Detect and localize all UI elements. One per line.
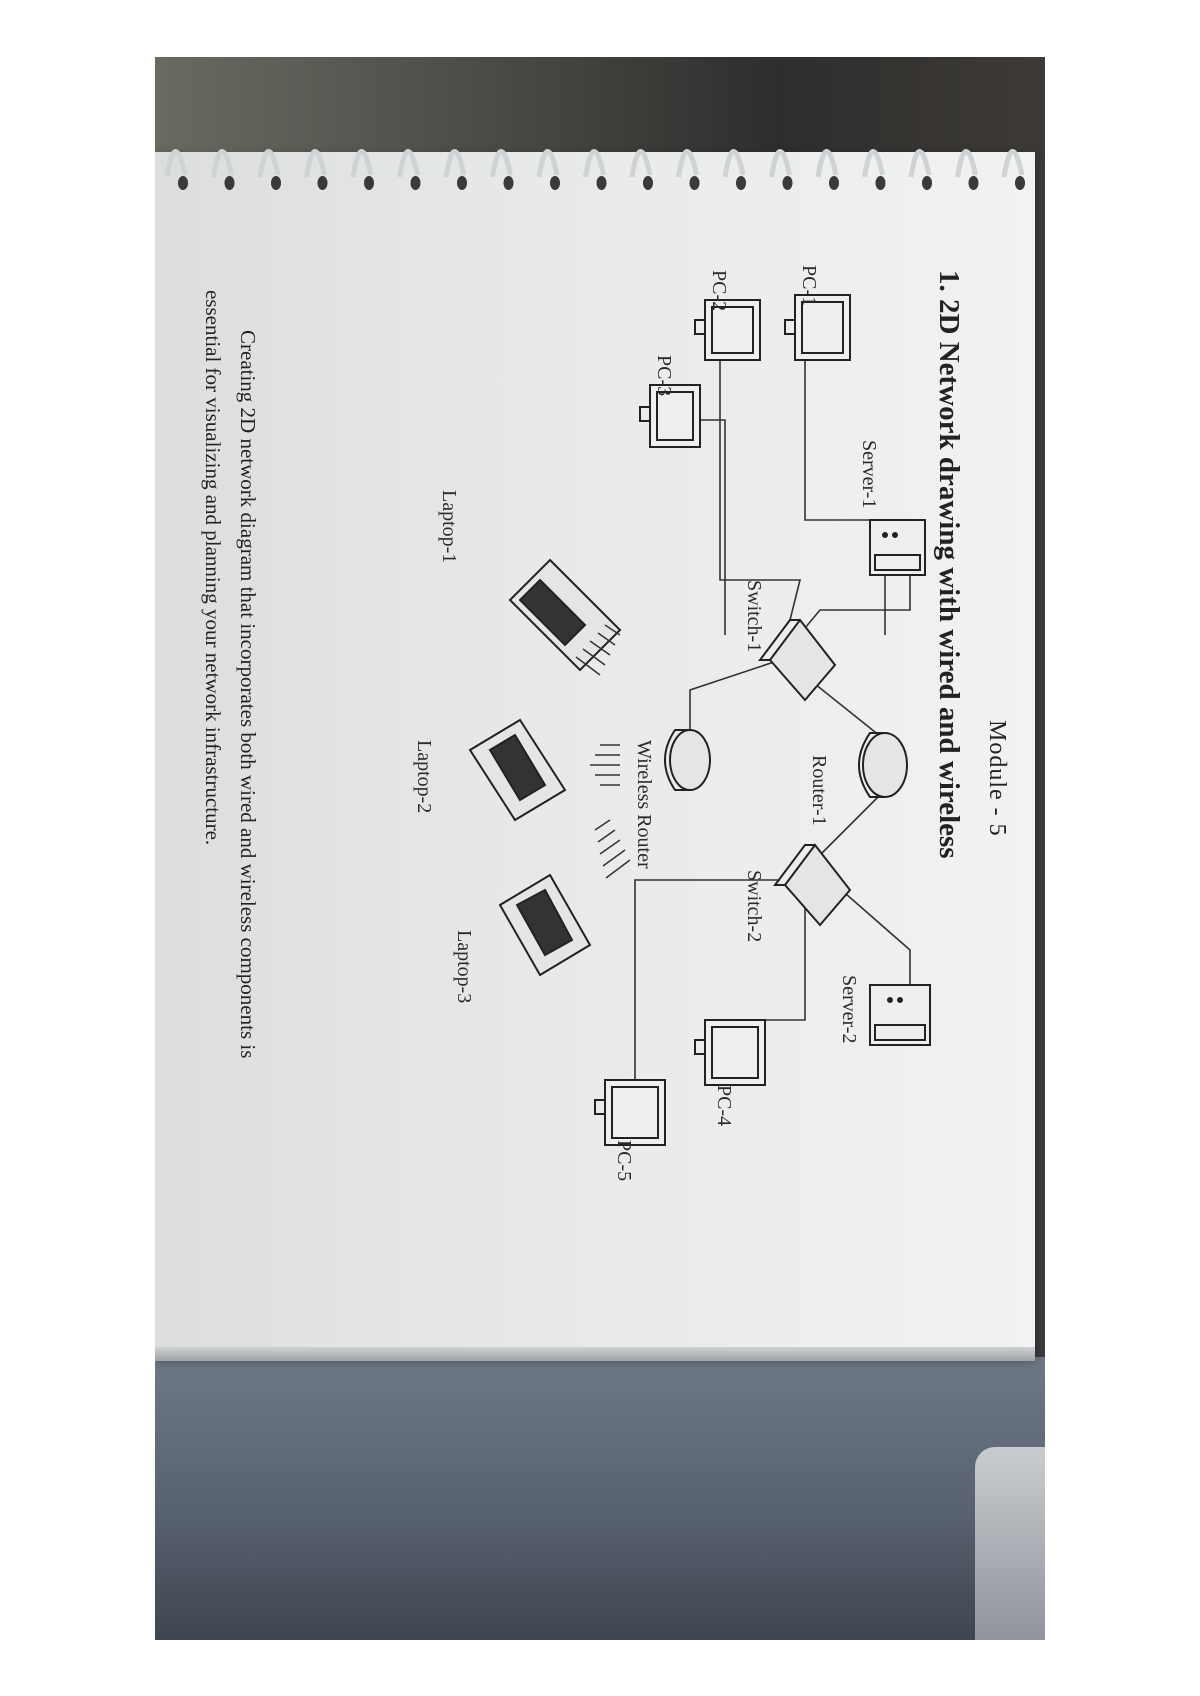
switch1-icon (758, 618, 837, 702)
label-switch1: Switch-1 (743, 580, 765, 653)
spiral-ring (676, 149, 699, 178)
binding-hole (271, 176, 281, 190)
spiral-ring (862, 149, 885, 178)
binding-hole (364, 176, 374, 190)
binding-hole (596, 176, 607, 190)
link-switch1-wrouter (689, 659, 781, 740)
server2-tower-icon (869, 984, 931, 1046)
binding-hole (922, 176, 932, 190)
binding-hole (829, 176, 839, 190)
spiral-binding (164, 149, 1025, 190)
binding-hole (550, 176, 560, 190)
label-server2: Server-2 (838, 975, 860, 1044)
pc3-monitor-icon (639, 384, 701, 448)
wireless-signals (575, 624, 631, 879)
switch2-icon (773, 843, 852, 927)
description-line-1: Creating 2D network diagram that incorpo… (236, 330, 260, 1059)
label-laptop1: Laptop-1 (438, 490, 460, 564)
spiral-ring (955, 149, 978, 178)
label-laptop3: Laptop-3 (453, 930, 475, 1004)
spiral-ring (629, 149, 653, 178)
devices (468, 294, 931, 1146)
label-pc2: PC-2 (708, 270, 730, 312)
spiral-ring (769, 149, 792, 178)
binding-hole (643, 176, 653, 190)
background-cloth (155, 1357, 1045, 1640)
label-switch2: Switch-2 (743, 870, 765, 943)
spiral-ring (397, 149, 420, 178)
binding-hole (689, 176, 700, 190)
binding-hole (968, 176, 979, 190)
server1-tower-icon (869, 519, 926, 576)
binding-hole (224, 176, 235, 190)
spiral-ring (304, 149, 327, 178)
binding-hole (457, 176, 467, 190)
pc2-monitor-icon (694, 299, 761, 361)
pc1-monitor-icon (784, 294, 851, 361)
laptop2-icon (468, 718, 567, 822)
spiral-ring (815, 149, 839, 178)
wireless-router-icon (664, 729, 711, 791)
label-router1: Router-1 (808, 755, 830, 826)
signal-laptop3-icon (594, 819, 631, 879)
label-pc3: PC-3 (653, 355, 675, 397)
binding-hole (410, 176, 421, 190)
router1-icon (858, 732, 908, 798)
binding-hole (178, 176, 188, 190)
spiral-ring (350, 149, 374, 178)
signal-laptop2-icon (590, 744, 620, 786)
label-laptop2: Laptop-2 (413, 740, 435, 814)
label-pc5: PC-5 (613, 1140, 635, 1182)
spiral-ring (1001, 149, 1025, 178)
label-wireless-router: Wireless Router (633, 740, 655, 869)
link-switch2-pc5 (634, 879, 780, 1080)
pc4-monitor-icon (694, 1019, 766, 1086)
label-pc1: PC-1 (798, 265, 820, 307)
binding-hole (503, 176, 514, 190)
link-switch2-server2 (829, 879, 911, 985)
link-switch1-router1 (809, 679, 886, 741)
wired-links (634, 350, 911, 1080)
label-server1: Server-1 (858, 440, 880, 509)
spiral-ring (908, 149, 932, 178)
signal-laptop1-icon (575, 624, 621, 676)
page-edge (155, 1347, 1035, 1361)
rotated-page-content: Module - 5 1. 2D Network drawing with wi… (180, 20, 1020, 1580)
link-pc1-switch1 (804, 350, 886, 635)
laptop1-icon (508, 558, 622, 672)
link-server1-switch1 (794, 575, 911, 641)
network-diagram (468, 294, 931, 1146)
spiral-ring (583, 149, 606, 178)
spiral-ring (164, 149, 188, 178)
spiral-ring (211, 149, 234, 178)
binding-hole (1015, 176, 1025, 190)
link-pc3-switch1 (650, 419, 726, 635)
spiral-ring (443, 149, 467, 178)
link-pc2-switch1 (719, 350, 802, 621)
pc5-monitor-icon (594, 1079, 666, 1146)
label-pc4: PC-4 (713, 1085, 735, 1127)
spiral-ring (722, 149, 746, 178)
link-router1-switch2 (819, 789, 886, 856)
laptop3-icon (498, 873, 592, 977)
link-switch2-pc4 (765, 900, 806, 1021)
binder-clip (975, 1447, 1045, 1640)
binding-hole (782, 176, 793, 190)
spiral-ring (257, 149, 281, 178)
binding-hole (736, 176, 746, 190)
background-top (155, 57, 1045, 162)
binding-hole (875, 176, 886, 190)
spiral-ring (536, 149, 560, 178)
description-line-2: essential for visualizing and planning y… (201, 290, 225, 846)
spiral-ring (490, 149, 513, 178)
binding-hole (317, 176, 328, 190)
